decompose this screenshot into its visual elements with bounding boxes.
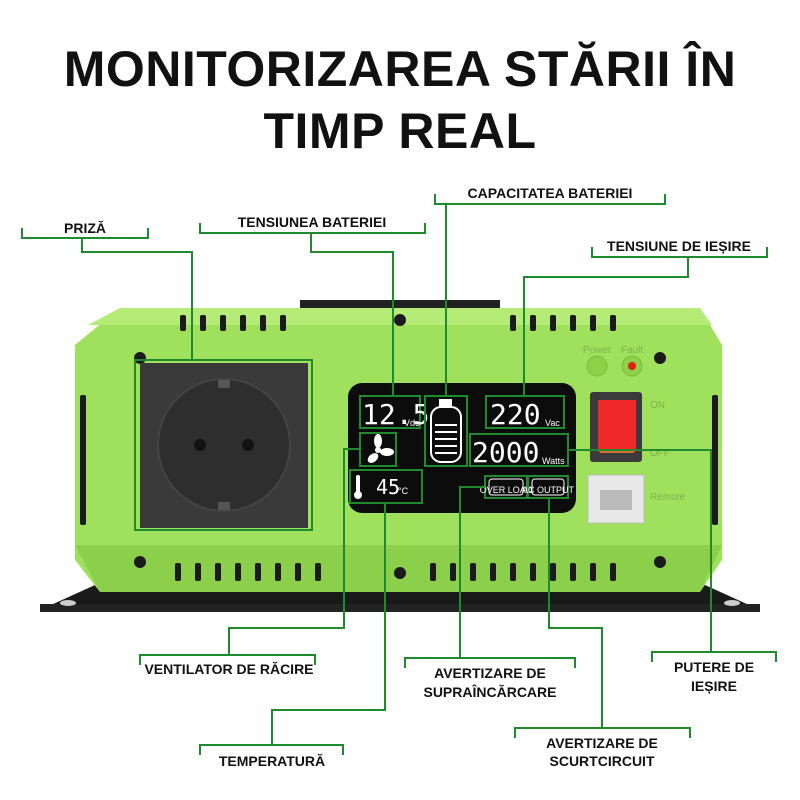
output-power-value: 2000 xyxy=(472,436,539,469)
callout-overload-line1: AVERTIZARE DE xyxy=(434,665,546,681)
ac-socket[interactable] xyxy=(140,363,308,528)
battery-voltage-unit: Vdc xyxy=(404,418,420,428)
title-line-1: MONITORIZAREA STĂRII ÎN xyxy=(63,41,737,97)
callout-battery-voltage: TENSIUNEA BATERIEI xyxy=(238,214,387,230)
remote-port[interactable] xyxy=(587,474,645,524)
title-line-2: TIMP REAL xyxy=(263,103,537,159)
callout-socket: PRIZĂ xyxy=(64,220,106,236)
thermometer-icon xyxy=(354,475,362,499)
callout-cooling-fan: VENTILATOR DE RĂCIRE xyxy=(144,661,313,677)
output-voltage-value: 220 xyxy=(490,398,541,431)
switch-off-label: OFF xyxy=(650,448,670,459)
battery-capacity-icon xyxy=(430,399,462,463)
battery-voltage-value: 12.5 xyxy=(362,398,429,431)
callout-power-line1: PUTERE DE xyxy=(674,659,754,675)
callout-lines xyxy=(21,194,777,755)
callout-short-line2: SCURTCIRCUIT xyxy=(550,753,655,769)
fan-icon xyxy=(367,434,394,463)
callout-battery-capacity: CAPACITATEA BATERIEI xyxy=(468,185,633,201)
power-switch[interactable] xyxy=(590,392,642,462)
callout-output-voltage: TENSIUNE DE IEȘIRE xyxy=(607,238,751,254)
fault-led-label: Fault xyxy=(621,345,643,356)
control-panel: Power Fault ON OFF Remote xyxy=(583,345,685,524)
output-power-unit: Watts xyxy=(542,456,565,466)
power-led xyxy=(586,355,608,377)
callout-temperature: TEMPERATURĂ xyxy=(219,753,325,769)
temperature-unit: °C xyxy=(398,486,409,496)
callout-short-line1: AVERTIZARE DE xyxy=(546,735,658,751)
remote-label: Remote xyxy=(650,492,685,503)
page-title: MONITORIZAREA STĂRII ÎN TIMP REAL xyxy=(0,38,800,162)
callout-overload-line2: SUPRAÎNCĂRCARE xyxy=(423,683,556,700)
switch-on-label: ON xyxy=(650,400,665,411)
lcd-display: 12.5 Vdc 220 Vac 2000 Watts 45 °C OVER L… xyxy=(348,383,576,513)
power-led-label: Power xyxy=(583,345,612,356)
overload-label: OVER LOAD xyxy=(480,485,533,495)
callout-power-line2: IEȘIRE xyxy=(691,678,737,694)
fault-led xyxy=(628,362,636,370)
ac-output-label: AC OUTPUT xyxy=(522,485,575,495)
output-voltage-unit: Vac xyxy=(545,418,560,428)
temperature-value: 45 xyxy=(376,475,400,499)
